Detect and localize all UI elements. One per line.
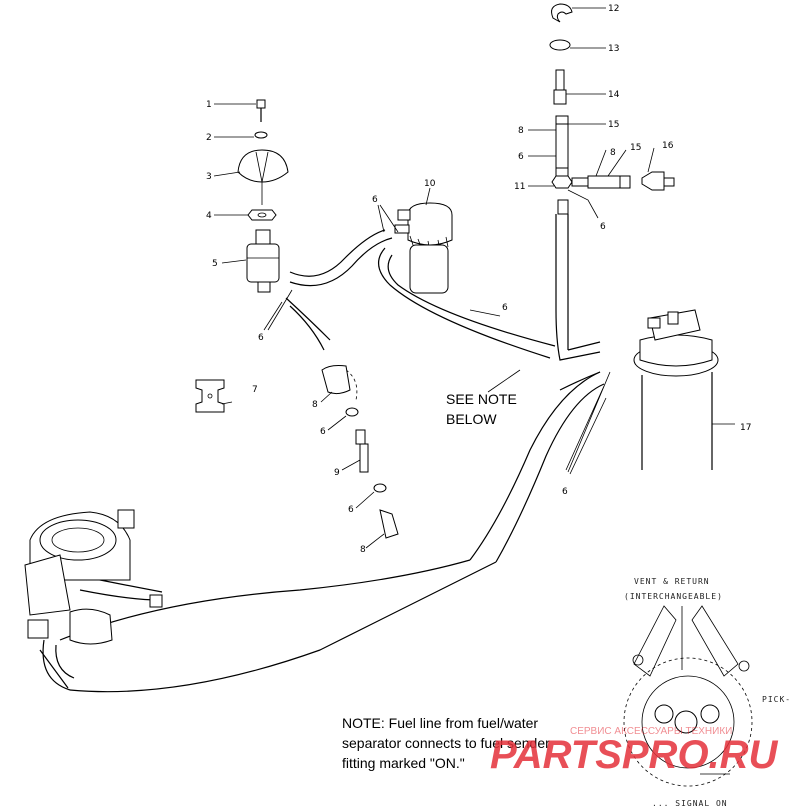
callout-10: 10 — [424, 179, 436, 189]
fuel-hoses — [39, 229, 605, 693]
callout-15-vertical: 15 — [608, 120, 619, 130]
callout-6-inline-upper: 6 — [320, 427, 326, 437]
callout-5: 5 — [212, 259, 218, 269]
callout-6-sender: 6 — [562, 487, 568, 497]
callout-9: 9 — [334, 468, 340, 478]
inset-pickup: PICK- — [762, 695, 791, 704]
callout-13: 13 — [608, 44, 619, 54]
note-line1: NOTE: Fuel line from fuel/water — [342, 715, 538, 731]
leader-lines — [213, 7, 735, 549]
see-note-line2: BELOW — [446, 411, 497, 427]
callout-8-lower: 8 — [360, 545, 366, 555]
callout-6-inline-lower: 6 — [348, 505, 354, 515]
inset-signal: ... SIGNAL ON — [652, 799, 728, 808]
callout-numbers: 1 2 3 4 5 6 6 10 7 8 6 9 6 8 12 13 14 15… — [206, 4, 751, 555]
see-note-line1: SEE NOTE — [446, 391, 517, 407]
note-line2: separator connects to fuel sender — [342, 735, 550, 751]
callout-1: 1 — [206, 100, 212, 110]
callout-8-upper: 8 — [312, 400, 318, 410]
fuel-water-separator — [394, 202, 453, 294]
callout-17: 17 — [740, 423, 751, 433]
note-line3: fitting marked "ON." — [342, 755, 465, 771]
callout-6-hose: 6 — [502, 303, 508, 313]
inset-vent-return: VENT & RETURN — [634, 577, 710, 586]
callout-7: 7 — [252, 385, 258, 395]
sender-inset: VENT & RETURN (INTERCHANGEABLE) PICK- ..… — [623, 577, 791, 808]
callout-6-vent: 6 — [518, 152, 524, 162]
callout-11: 11 — [514, 182, 525, 192]
callout-3: 3 — [206, 172, 212, 182]
carburetor — [24, 509, 163, 645]
callout-6-separator: 6 — [372, 195, 378, 205]
callout-4: 4 — [206, 211, 212, 221]
watermark-subtitle: СЕРВИС АКСЕССУАРЫ ТЕХНИКИ — [570, 726, 732, 737]
fuel-filter-assembly — [237, 99, 289, 293]
callout-6-filter: 6 — [258, 333, 264, 343]
callout-16: 16 — [662, 141, 674, 151]
inline-fittings — [195, 365, 399, 539]
callout-8-vent-upper: 8 — [518, 126, 524, 136]
inset-interchangeable: (INTERCHANGEABLE) — [624, 592, 723, 601]
callout-6-tee: 6 — [600, 222, 606, 232]
vent-line-parts — [549, 3, 675, 350]
callout-14: 14 — [608, 90, 620, 100]
watermark-logo: PARTSPRO.RU — [490, 733, 779, 777]
callout-8-vent-side: 8 — [610, 148, 616, 158]
fuel-tank — [633, 309, 719, 470]
callout-12: 12 — [608, 4, 619, 14]
callout-15-side: 15 — [630, 143, 641, 153]
callout-2: 2 — [206, 133, 212, 143]
